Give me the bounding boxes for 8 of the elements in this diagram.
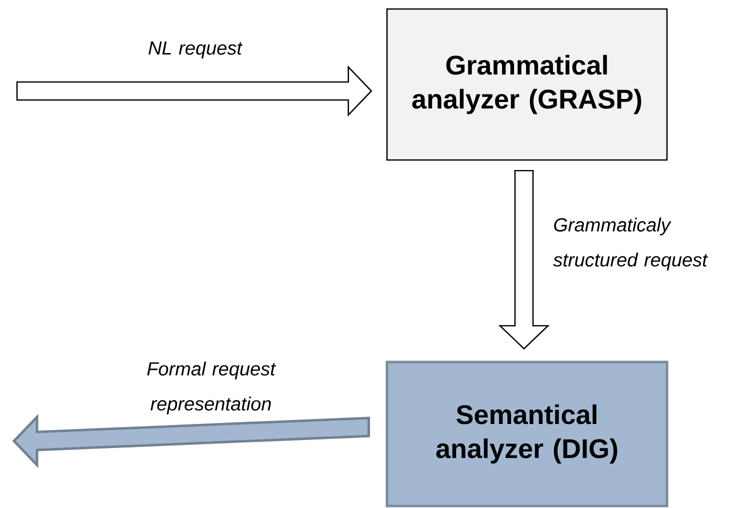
process-box: Grammatical analyzer (GRASP) (386, 8, 668, 161)
block-arrow (12, 414, 370, 468)
block-arrow (16, 65, 372, 117)
process-box: Semantical analyzer (DIG) (386, 360, 668, 508)
edge-label: Grammaticaly structured request (553, 218, 708, 270)
edge-label: NL request (148, 42, 243, 58)
edge-label: Formal request representation (147, 362, 276, 414)
block-arrow (498, 170, 550, 350)
